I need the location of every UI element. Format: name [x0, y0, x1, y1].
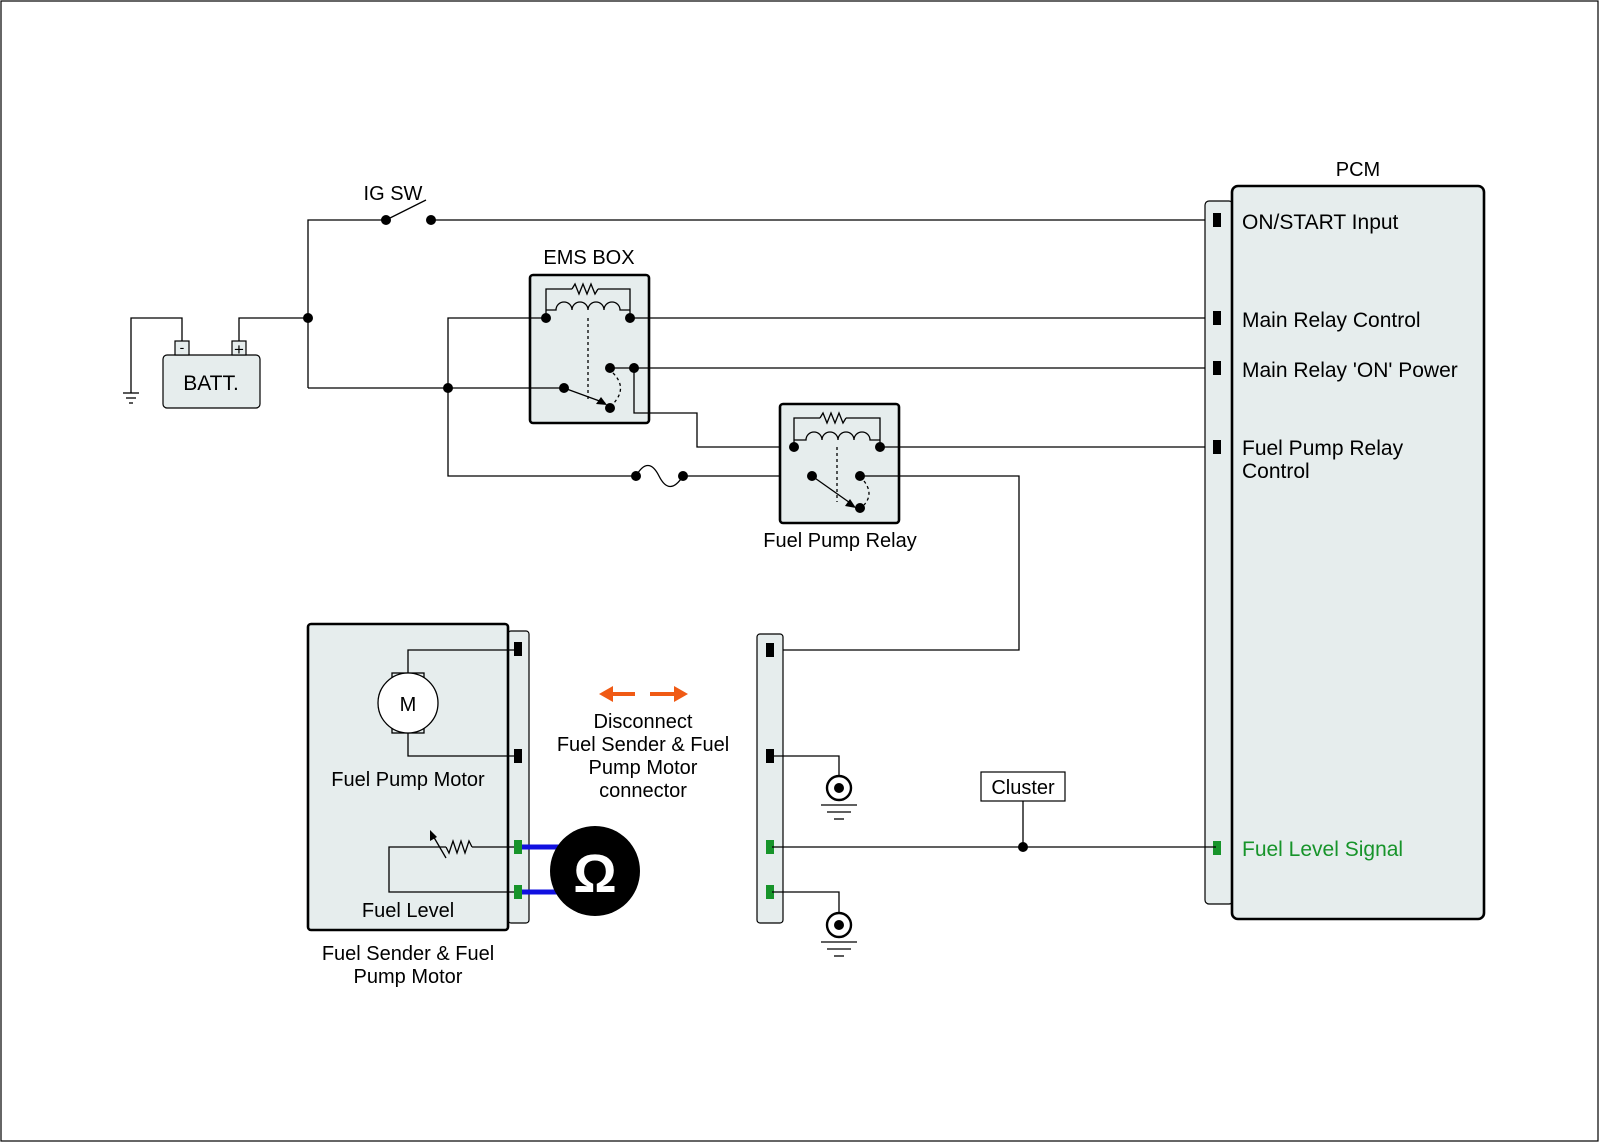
battery-label: BATT. [183, 372, 239, 395]
harness-connector [756, 633, 784, 924]
fuel-pump-relay: Fuel Pump Relay [763, 402, 917, 552]
disconnect-note-line2: Fuel Sender & Fuel [557, 734, 729, 756]
disconnect-note-line1: Disconnect [594, 711, 693, 733]
pcm-pin-main-relay-control: Main Relay Control [1242, 309, 1421, 332]
chassis-ground-icon [772, 755, 857, 820]
junction-dot [303, 313, 313, 323]
fuel-pump-motor-label: Fuel Pump Motor [331, 769, 485, 791]
fuel-pump-relay-label: Fuel Pump Relay [763, 530, 916, 552]
ig-sw-label: IG SW [364, 183, 423, 205]
chassis-ground-icon [772, 891, 857, 957]
ohm-symbol-icon: Ω [573, 844, 616, 904]
disconnect-note-line3: Pump Motor [589, 757, 698, 779]
fuel-sender-module-label-line2: Pump Motor [354, 966, 463, 988]
battery-ground-symbol [123, 317, 183, 404]
battery: - + BATT. [162, 339, 261, 409]
fuel-sender-pump-module: M Fuel Pump Motor Fuel Level [306, 622, 530, 932]
battery-minus-sign: - [180, 339, 185, 355]
fuel-level-label: Fuel Level [362, 900, 454, 922]
pcm-module: ON/START Input Main Relay Control Main R… [1204, 184, 1486, 921]
disconnect-arrows-icon [599, 686, 688, 702]
disconnect-note-line4: connector [599, 780, 687, 802]
pump-output-wire [772, 475, 1020, 651]
cluster-label: Cluster [991, 777, 1055, 799]
relay-coil-feed-wire [633, 368, 794, 448]
cluster-box [980, 771, 1066, 802]
ems-box-relay [528, 273, 651, 425]
pcm-pin-main-relay-on-power: Main Relay 'ON' Power [1242, 359, 1458, 382]
ems-coil-feed-wire [447, 317, 636, 477]
fuel-sender-module-label-line1: Fuel Sender & Fuel [322, 943, 494, 965]
battery-positive-wire [238, 317, 308, 341]
battery-plus-sign: + [234, 340, 244, 359]
ohmmeter [550, 826, 640, 916]
ig-sw-feed-wire [307, 219, 386, 388]
ems-box-label: EMS BOX [543, 247, 634, 269]
ig-switch: IG SW [364, 183, 436, 225]
pcm-pin-fuel-pump-relay-control-line1: Fuel Pump Relay [1242, 437, 1404, 460]
pcm-pin-fuel-pump-relay-control-line2: Control [1242, 460, 1310, 483]
pcm-pin-on-start: ON/START Input [1242, 211, 1399, 234]
motor-symbol-letter: M [400, 694, 417, 716]
motor-symbol [377, 672, 439, 734]
pcm-pin-fuel-level-signal: Fuel Level Signal [1242, 838, 1403, 861]
junction-dot [443, 383, 453, 393]
pcm-label: PCM [1336, 159, 1380, 181]
